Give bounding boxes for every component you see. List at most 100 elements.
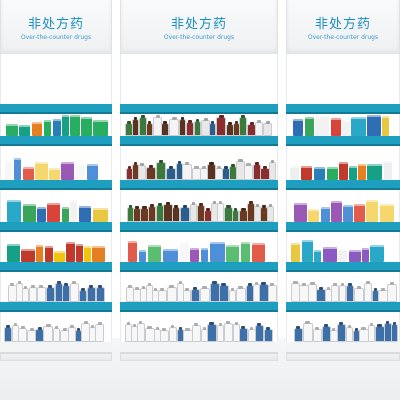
medicine-bottle: [95, 287, 105, 302]
medicine-bottle: [146, 123, 154, 136]
medicine-box: [327, 167, 339, 180]
medicine-bottle: [266, 206, 274, 222]
shelf-board: [286, 342, 400, 354]
medicine-box: [35, 162, 49, 180]
medicine-box: [189, 248, 199, 262]
medicine-box: [290, 166, 300, 180]
medicine-bottle: [36, 287, 46, 302]
medicine-box: [342, 205, 353, 222]
medicine-box: [87, 164, 99, 180]
medicine-bottle: [206, 324, 217, 342]
unit-title: 非处方药: [170, 17, 227, 32]
medicine-box: [367, 164, 383, 180]
unit-header: 非处方药 Over-the-counter drugs: [0, 0, 112, 55]
shelf-board: [286, 104, 400, 114]
medicine-bottle: [216, 325, 224, 342]
medicine-box: [138, 250, 146, 262]
medicine-bottle: [189, 204, 197, 222]
medicine-bottle: [179, 119, 187, 136]
medicine-box: [6, 244, 20, 262]
unit-subtitle: Over-the-counter drugs: [20, 34, 92, 41]
medicine-box: [322, 247, 337, 262]
medicine-box: [331, 118, 342, 136]
medicine-box: [337, 249, 347, 262]
medicine-box: [70, 200, 78, 222]
medicine-bottle: [95, 324, 105, 342]
product-row: [122, 190, 276, 222]
medicine-box: [358, 164, 367, 180]
medicine-box: [367, 115, 382, 136]
shelf-board: [0, 222, 112, 232]
medicine-bottle: [21, 288, 29, 302]
shelf-board: [286, 136, 400, 146]
medicine-box: [14, 158, 22, 180]
medicine-box: [80, 117, 92, 136]
shelf-board: [120, 136, 278, 146]
medicine-box: [365, 200, 378, 222]
medicine-box: [75, 164, 86, 180]
product-row: [288, 232, 398, 262]
medicine-box: [314, 167, 326, 180]
medicine-box: [18, 125, 30, 136]
medicine-bottle: [367, 325, 375, 342]
product-row: [288, 312, 398, 342]
medicine-box: [348, 250, 361, 262]
shelf-board: [286, 262, 400, 272]
shelf-board: [286, 180, 400, 190]
medicine-box: [384, 161, 393, 180]
medicine-box: [293, 119, 304, 136]
medicine-box: [79, 206, 92, 222]
medicine-box: [301, 240, 313, 262]
medicine-box: [240, 242, 250, 262]
medicine-box: [320, 207, 330, 222]
medicine-bottle: [132, 119, 140, 136]
medicine-bottle: [218, 285, 229, 302]
medicine-box: [353, 204, 365, 222]
medicine-bottle: [243, 165, 253, 180]
shelf-board: [286, 302, 400, 312]
medicine-bottle: [263, 329, 273, 342]
medicine-bottle: [194, 121, 202, 136]
medicine-box: [92, 120, 108, 136]
medicine-box: [330, 201, 342, 222]
medicine-box: [53, 251, 65, 262]
medicine-bottle: [28, 287, 37, 302]
medicine-box: [52, 119, 61, 136]
medicine-box: [44, 246, 53, 262]
medicine-box: [349, 166, 358, 180]
medicine-box: [251, 243, 265, 262]
medicine-bottle: [228, 290, 236, 302]
medicine-box: [307, 209, 319, 222]
product-row: [2, 312, 110, 342]
product-row: [2, 232, 110, 262]
medicine-box: [5, 160, 14, 180]
medicine-box: [23, 204, 37, 222]
medicine-box: [69, 115, 80, 136]
medicine-bottle: [302, 323, 313, 342]
medicine-box: [127, 241, 137, 262]
medicine-bottle: [53, 328, 61, 342]
shelf-board: [120, 222, 278, 232]
product-row: [2, 146, 110, 180]
medicine-bottle: [61, 285, 70, 302]
medicine-box: [61, 162, 75, 180]
product-row: [288, 146, 398, 180]
shelf-board: [0, 342, 112, 354]
product-row: [122, 312, 276, 342]
display-unit-left: 非处方药 Over-the-counter drugs: [0, 0, 112, 361]
product-row: [122, 272, 277, 302]
medicine-bottle: [186, 122, 195, 136]
medicine-box: [342, 120, 351, 136]
medicine-bottle: [137, 165, 146, 180]
shelf-board: [120, 302, 278, 312]
medicine-box: [313, 250, 321, 262]
medicine-box: [369, 245, 384, 262]
display-unit-center: 非处方药 Over-the-counter drugs: [120, 0, 278, 361]
medicine-bottle: [78, 290, 87, 302]
shelf-board: [0, 136, 112, 146]
medicine-bottle: [43, 326, 54, 342]
medicine-bottle: [330, 285, 339, 302]
unit-header: 非处方药 Over-the-counter drugs: [120, 0, 278, 55]
medicine-bottle: [345, 327, 353, 342]
medicine-bottle: [216, 117, 227, 136]
